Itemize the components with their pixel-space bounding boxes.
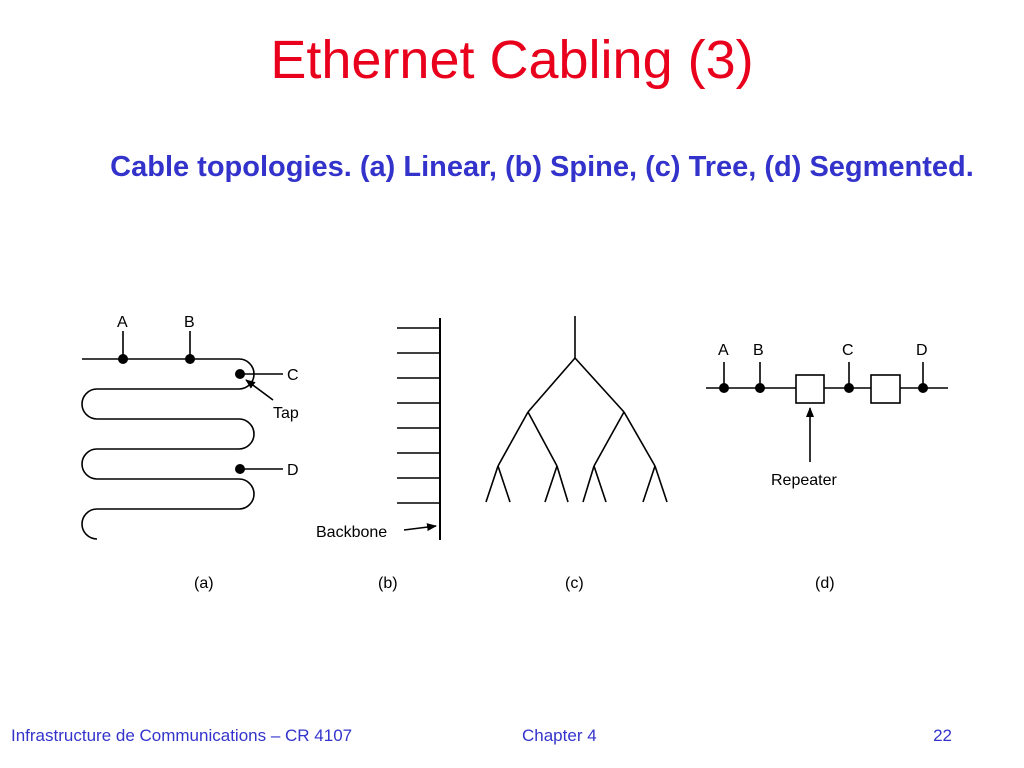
label-a: A (718, 342, 729, 359)
station-a-dot (719, 383, 729, 393)
tree-leaf-7 (642, 465, 656, 503)
caption-b: (b) (378, 575, 398, 592)
tree-branch-left (527, 357, 576, 413)
label-c: C (842, 342, 854, 359)
tree-sub-rl (593, 411, 625, 467)
repeater-box-2 (870, 374, 901, 404)
station-b-dot (755, 383, 765, 393)
diagram-c-tree (485, 316, 668, 503)
tree-leaf-1 (485, 465, 499, 503)
slide-title: Ethernet Cabling (3) (270, 30, 754, 90)
caption-d: (d) (815, 575, 835, 592)
diagram-a-linear (81, 331, 283, 540)
tree-leaf-5 (582, 465, 595, 503)
label-b: B (184, 314, 195, 331)
caption-a: (a) (194, 575, 214, 592)
tree-leaf-8 (654, 465, 668, 503)
caption-c: (c) (565, 575, 584, 592)
tree-leaf-3 (544, 465, 558, 503)
label-d: D (287, 462, 299, 479)
label-b: B (753, 342, 764, 359)
label-a: A (117, 314, 128, 331)
tree-sub-rr (623, 411, 656, 467)
tree-sub-ll (497, 411, 529, 467)
backbone-arrow (403, 523, 437, 532)
label-d: D (916, 342, 928, 359)
footer-chapter: Chapter 4 (522, 726, 597, 745)
label-tap: Tap (273, 405, 299, 422)
station-c-dot (844, 383, 854, 393)
slide-subtitle: Cable topologies. (a) Linear, (b) Spine,… (110, 151, 974, 183)
diagram-d-segmented (706, 362, 948, 462)
footer-page-number: 22 (933, 726, 952, 745)
tree-leaf-2 (497, 465, 511, 503)
station-d-dot (918, 383, 928, 393)
station-d-dot (235, 464, 245, 474)
station-a-dot (118, 354, 128, 364)
footer-course: Infrastructure de Communications – CR 41… (11, 726, 353, 745)
tree-sub-lr (527, 411, 558, 467)
diagram-b-spine (397, 318, 441, 540)
label-backbone: Backbone (316, 524, 387, 541)
station-b-dot (185, 354, 195, 364)
linear-cable (81, 358, 255, 540)
station-c-dot (235, 369, 245, 379)
label-c: C (287, 367, 299, 384)
label-repeater: Repeater (771, 472, 837, 489)
repeater-box-1 (795, 374, 825, 404)
tree-leaf-4 (556, 465, 569, 503)
tree-branch-right (574, 357, 625, 413)
tree-leaf-6 (593, 465, 607, 503)
tap-arrow (245, 379, 274, 401)
